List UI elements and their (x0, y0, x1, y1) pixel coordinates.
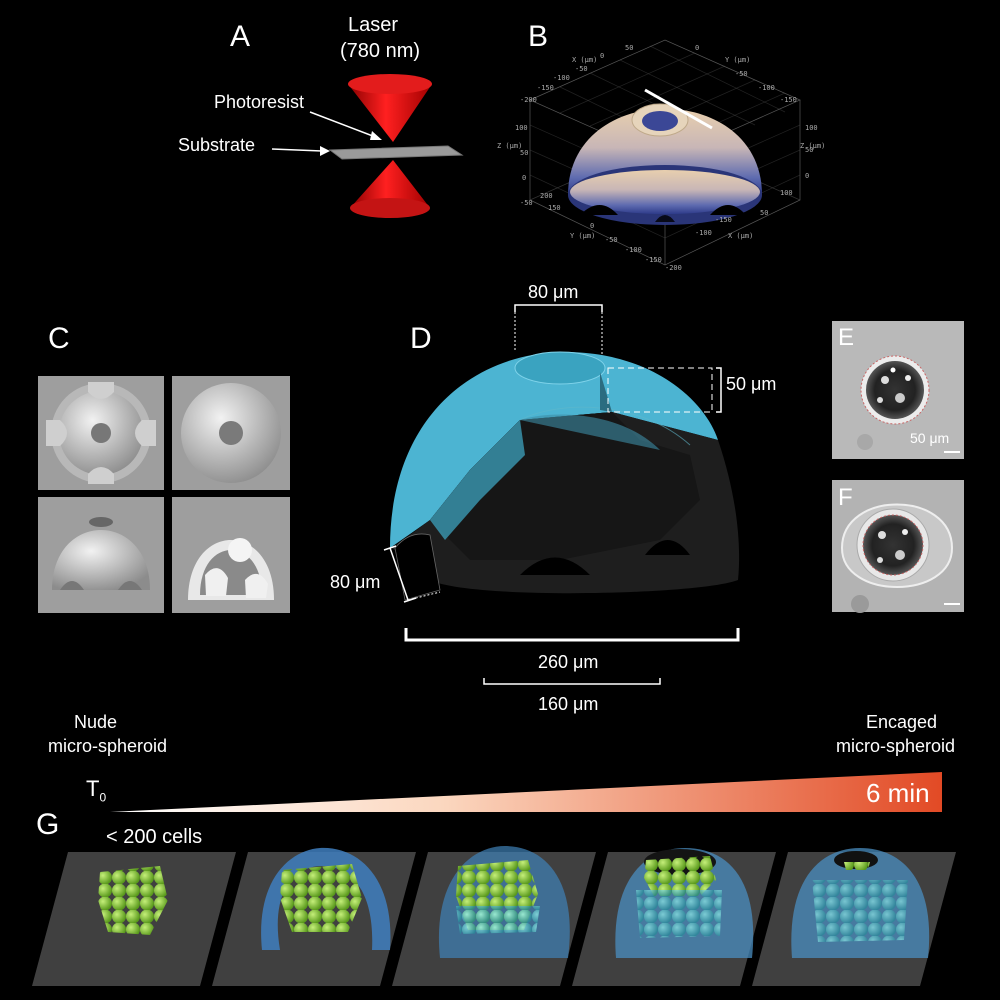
stage-3-cage-half (392, 846, 596, 986)
stage-5-encaged-spheroid (752, 848, 956, 986)
stage-2-cage-base (212, 848, 416, 986)
stage-1-nude-spheroid (32, 852, 236, 986)
end-time-label: 6 min (866, 778, 930, 809)
time-gradient-bar (110, 772, 942, 812)
stage-4-cage-near-closed (572, 848, 776, 986)
